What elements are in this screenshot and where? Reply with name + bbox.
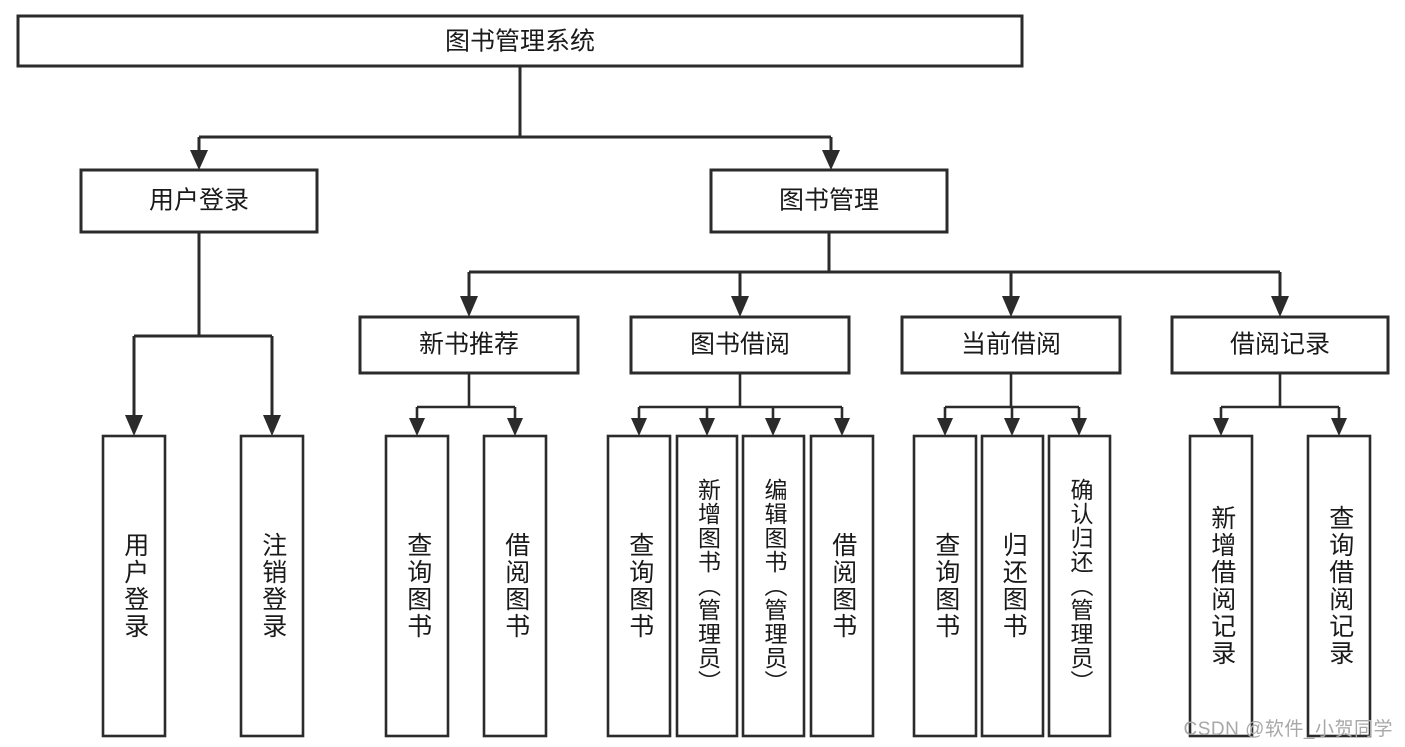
arrow-head-leaf-query-book-recommend	[409, 418, 425, 436]
node-new-book-recommend-box[interactable]	[358, 315, 580, 375]
leaf-box-layer	[101, 434, 1372, 738]
leaf-query-book-borrow-box[interactable]	[606, 434, 672, 738]
leaf-add-borrow-record-box[interactable]	[1188, 434, 1254, 738]
node-borrow-record-label: 借阅记录	[1230, 331, 1330, 359]
node-current-borrow[interactable]: 当前借阅	[900, 315, 1122, 375]
arrow-head-leaf-add-book	[699, 418, 715, 436]
node-borrow-record[interactable]: 借阅记录	[1170, 315, 1390, 375]
node-user-login-box[interactable]	[79, 168, 319, 234]
arrow-head-new-book-recommend	[460, 296, 478, 317]
node-root-label: 图书管理系统	[445, 28, 595, 56]
node-root-box[interactable]	[16, 14, 1024, 68]
node-new-book-recommend[interactable]: 新书推荐	[358, 315, 580, 375]
leaf-query-book-current-box[interactable]	[912, 434, 978, 738]
node-user-login-label: 用户登录	[149, 187, 249, 215]
arrow-head-leaf-borrow-book	[834, 418, 850, 436]
arrow-head-leaf-edit-book	[765, 418, 781, 436]
arrow-head-leaf-query-book-borrow	[631, 418, 647, 436]
arrow-head-borrow-record	[1271, 296, 1289, 317]
arrow-head-leaf-borrow-book-recommend	[507, 418, 523, 436]
arrow-head-leaf-user-logout	[263, 415, 281, 436]
arrow-head-leaf-query-borrow-record	[1331, 418, 1347, 436]
node-root[interactable]: 图书管理系统	[16, 14, 1024, 68]
leaf-borrow-book-recommend-box[interactable]	[482, 434, 548, 738]
leaf-return-book-box[interactable]	[980, 434, 1045, 738]
node-borrow-record-box[interactable]	[1170, 315, 1390, 375]
node-current-borrow-box[interactable]	[900, 315, 1122, 375]
arrow-head-leaf-query-book-current	[937, 418, 953, 436]
leaf-query-borrow-record-box[interactable]	[1306, 434, 1372, 738]
node-book-borrow[interactable]: 图书借阅	[629, 315, 851, 375]
arrow-head-book-borrow	[731, 296, 749, 317]
node-book-management-label: 图书管理	[779, 187, 879, 215]
node-book-borrow-label: 图书借阅	[690, 331, 790, 359]
leaf-add-book-box[interactable]	[675, 434, 739, 738]
node-book-management-box[interactable]	[709, 168, 949, 234]
node-user-login[interactable]: 用户登录	[79, 168, 319, 234]
arrow-head-book-management	[822, 150, 840, 170]
leaf-edit-book-box[interactable]	[741, 434, 806, 738]
csdn-watermark: CSDN @软件_小贺同学	[1183, 719, 1393, 740]
leaf-user-logout-box[interactable]	[239, 434, 305, 738]
leaf-query-book-recommend-box[interactable]	[384, 434, 450, 738]
arrow-head-leaf-add-borrow-record	[1213, 418, 1229, 436]
node-book-management[interactable]: 图书管理	[709, 168, 949, 234]
leaf-borrow-book-box[interactable]	[809, 434, 875, 738]
node-book-borrow-box[interactable]	[629, 315, 851, 375]
connector-layer	[125, 66, 1347, 436]
node-new-book-recommend-label: 新书推荐	[419, 331, 519, 359]
arrow-head-current-borrow	[1002, 296, 1020, 317]
node-current-borrow-label: 当前借阅	[961, 331, 1061, 359]
arrow-head-user-login	[190, 150, 208, 170]
leaf-confirm-return-box[interactable]	[1047, 434, 1112, 738]
arrow-head-leaf-confirm-return	[1071, 418, 1087, 436]
arrow-head-leaf-user-login	[125, 415, 143, 436]
leaf-user-login-box[interactable]	[101, 434, 167, 738]
arrow-head-leaf-return-book	[1004, 418, 1020, 436]
